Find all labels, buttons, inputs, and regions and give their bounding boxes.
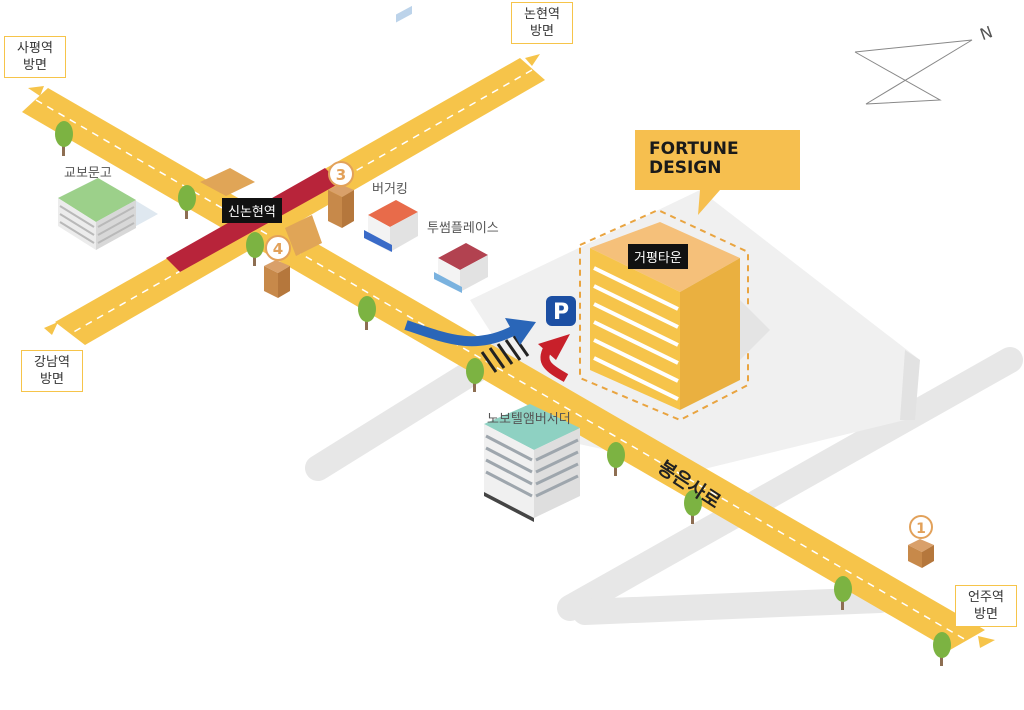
exit-4-number: 4 <box>273 240 283 258</box>
exit-4: 4 <box>264 235 291 298</box>
tree <box>178 185 196 219</box>
target-building-label: 거평타운 <box>628 244 688 269</box>
kyobo-building <box>58 178 158 250</box>
road-bongeunsa <box>22 88 985 650</box>
tree <box>607 442 625 476</box>
landmark-twosome: 투썸플레이스 <box>427 221 499 236</box>
direction-gangnam: 강남역 방면 <box>21 350 83 392</box>
target-building <box>579 208 770 422</box>
crosswalk <box>480 335 530 373</box>
tree <box>933 632 951 666</box>
direction-arrows <box>28 54 995 648</box>
landmark-kyobo: 교보문고 <box>64 166 112 181</box>
direction-nonhyeon: 논현역 방면 <box>511 2 573 44</box>
tree <box>834 576 852 610</box>
landmark-burgerking: 버거킹 <box>372 182 408 197</box>
exit-3: 3 <box>328 161 354 228</box>
exit-1: 1 <box>908 515 934 568</box>
burgerking-building <box>364 5 418 252</box>
tree <box>466 358 484 392</box>
landmark-novotel: 노보텔앰버서더 <box>487 412 571 427</box>
direction-sapyeong: 사평역 방면 <box>4 36 66 78</box>
exit-1-number: 1 <box>916 521 926 537</box>
callout-tail <box>698 190 720 215</box>
trees <box>55 121 951 666</box>
tree <box>358 296 376 330</box>
novotel-building <box>484 404 580 522</box>
parking-sign: P <box>546 296 576 326</box>
north-label: N <box>977 22 995 44</box>
parking-label: P <box>553 300 569 325</box>
direction-eonju: 언주역 방면 <box>955 585 1017 627</box>
exit-markers: 3 4 1 <box>264 161 934 568</box>
tree <box>684 490 702 524</box>
tree <box>246 232 264 266</box>
station-label: 신논현역 <box>222 198 282 223</box>
tree <box>55 121 73 156</box>
callout-fortune-design: FORTUNE DESIGN <box>635 130 800 190</box>
exit-3-number: 3 <box>336 166 346 184</box>
parking-entry-arrow <box>404 320 518 347</box>
north-indicator: N <box>854 22 995 105</box>
twosome-building <box>434 243 488 293</box>
